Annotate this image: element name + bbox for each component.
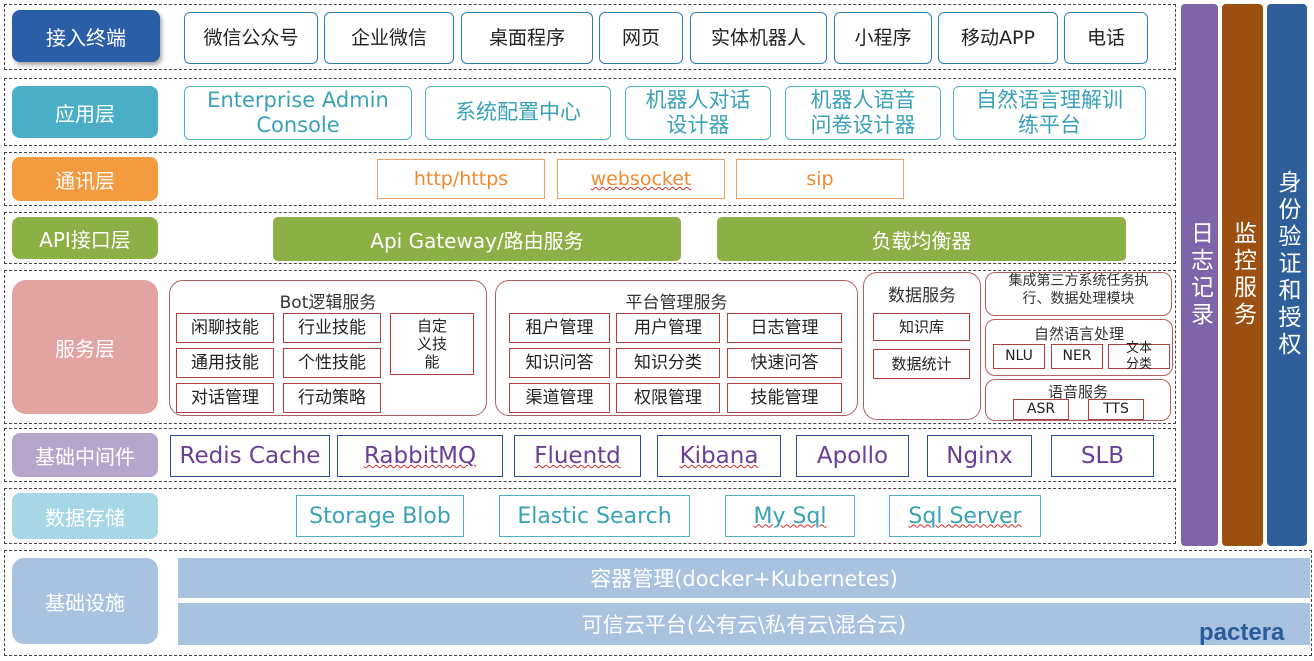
protocol-websocket: websocket (557, 159, 725, 199)
custom-skill: 自定义技能 (390, 313, 474, 375)
layer-storage: 数据存储 (12, 493, 158, 539)
terminal-miniprogram: 小程序 (834, 12, 932, 64)
third-party-integration (985, 272, 1172, 316)
api-gateway: Api Gateway/路由服务 (273, 217, 681, 261)
app-enterprise-admin-console: Enterprise Admin Console (184, 86, 412, 140)
layer-terminal: 接入终端 (12, 10, 160, 62)
tts-module: TTS (1088, 399, 1144, 420)
ner-module: NER (1051, 344, 1103, 369)
skill-management: 技能管理 (727, 383, 842, 413)
app-voice-questionnaire-designer: 机器人语音问卷设计器 (785, 86, 941, 140)
logging-column: 日志记录 (1181, 4, 1218, 546)
knowledge-category: 知识分类 (616, 348, 720, 378)
storage-row (4, 488, 1176, 544)
protocol-sip: sip (736, 159, 904, 199)
mw-kibana: Kibana (657, 435, 781, 477)
container-management: 容器管理(docker+Kubernetes) (178, 558, 1310, 598)
asr-module: ASR (1013, 399, 1069, 420)
trusted-cloud-platform: 可信云平台(公有云\私有云\混合云) (178, 603, 1310, 645)
log-management: 日志管理 (727, 313, 842, 343)
skill-general: 通用技能 (176, 348, 274, 378)
application-row (4, 78, 1176, 146)
bot-service-title: Bot逻辑服务 (279, 293, 377, 313)
layer-middleware: 基础中间件 (12, 433, 158, 477)
terminal-phone: 电话 (1064, 12, 1148, 64)
nlp-service-title: 自然语言处理 (1033, 325, 1124, 343)
communication-row (4, 152, 1176, 206)
mw-kibana-label: Kibana (679, 443, 759, 469)
app-nlu-training-platform: 自然语言理解训练平台 (953, 86, 1146, 140)
mw-fluentd-label: Fluentd (534, 443, 621, 469)
mw-redis-cache: Redis Cache (170, 435, 330, 477)
protocol-http: http/https (377, 159, 545, 199)
terminal-desktop: 桌面程序 (461, 12, 593, 64)
layer-api: API接口层 (12, 217, 158, 259)
storage-sql-server-label: Sql Server (908, 503, 1022, 529)
terminal-row (4, 4, 1176, 70)
tenant-management: 租户管理 (509, 313, 610, 343)
mw-rabbitmq-label: RabbitMQ (363, 443, 477, 469)
text-classification: 文本分类 (1108, 341, 1170, 372)
knowledge-qa: 知识问答 (509, 348, 610, 378)
action-policy: 行动策略 (283, 383, 381, 413)
terminal-web: 网页 (599, 12, 683, 64)
storage-blob: Storage Blob (296, 495, 464, 537)
platform-service-title: 平台管理服务 (625, 293, 728, 313)
protocol-websocket-label: websocket (590, 168, 692, 190)
terminal-wecom: 企业微信 (324, 12, 454, 64)
app-dialog-designer: 机器人对话设计器 (625, 86, 771, 140)
terminal-robot: 实体机器人 (690, 12, 827, 64)
terminal-wechat-official: 微信公众号 (184, 12, 318, 64)
layer-communication: 通讯层 (12, 157, 158, 201)
user-management: 用户管理 (616, 313, 720, 343)
data-service-title: 数据服务 (888, 286, 956, 306)
api-row (4, 212, 1176, 264)
load-balancer: 负载均衡器 (717, 217, 1126, 261)
nlu-module: NLU (993, 344, 1045, 369)
storage-elastic-search: Elastic Search (499, 495, 690, 537)
data-service-group (863, 272, 981, 420)
terminal-mobile-app: 移动APP (938, 12, 1058, 64)
skill-industry: 行业技能 (283, 313, 381, 343)
layer-service: 服务层 (12, 280, 158, 414)
storage-mysql: My Sql (725, 495, 855, 537)
monitoring-column: 监控服务 (1222, 4, 1263, 546)
mw-slb: SLB (1051, 435, 1154, 477)
layer-application: 应用层 (12, 86, 158, 138)
mw-rabbitmq: RabbitMQ (337, 435, 503, 477)
middleware-row (4, 428, 1176, 482)
skill-personal: 个性技能 (283, 348, 381, 378)
voice-service-title: 语音服务 (1047, 383, 1108, 401)
skill-chitchat: 闲聊技能 (176, 313, 274, 343)
storage-sql-server: Sql Server (889, 495, 1041, 537)
pactera-logo: pactera (1199, 619, 1285, 646)
mw-fluentd: Fluentd (514, 435, 641, 477)
mw-nginx: Nginx (927, 435, 1032, 477)
layer-infrastructure: 基础设施 (12, 558, 158, 644)
auth-column: 身份验证和授权 (1267, 4, 1307, 546)
knowledge-base: 知识库 (873, 313, 970, 341)
storage-mysql-label: My Sql (753, 503, 827, 529)
dialog-management: 对话管理 (176, 383, 274, 413)
data-statistics: 数据统计 (873, 349, 970, 379)
mw-apollo: Apollo (796, 435, 909, 477)
quick-qa: 快速问答 (727, 348, 842, 378)
permission-management: 权限管理 (616, 383, 720, 413)
channel-management: 渠道管理 (509, 383, 610, 413)
third-party-integration-label: 集成第三方系统任务执行、数据处理模块 (1008, 273, 1149, 307)
service-row (4, 270, 1176, 424)
app-config-center: 系统配置中心 (425, 86, 611, 140)
infrastructure-row (4, 550, 1312, 656)
